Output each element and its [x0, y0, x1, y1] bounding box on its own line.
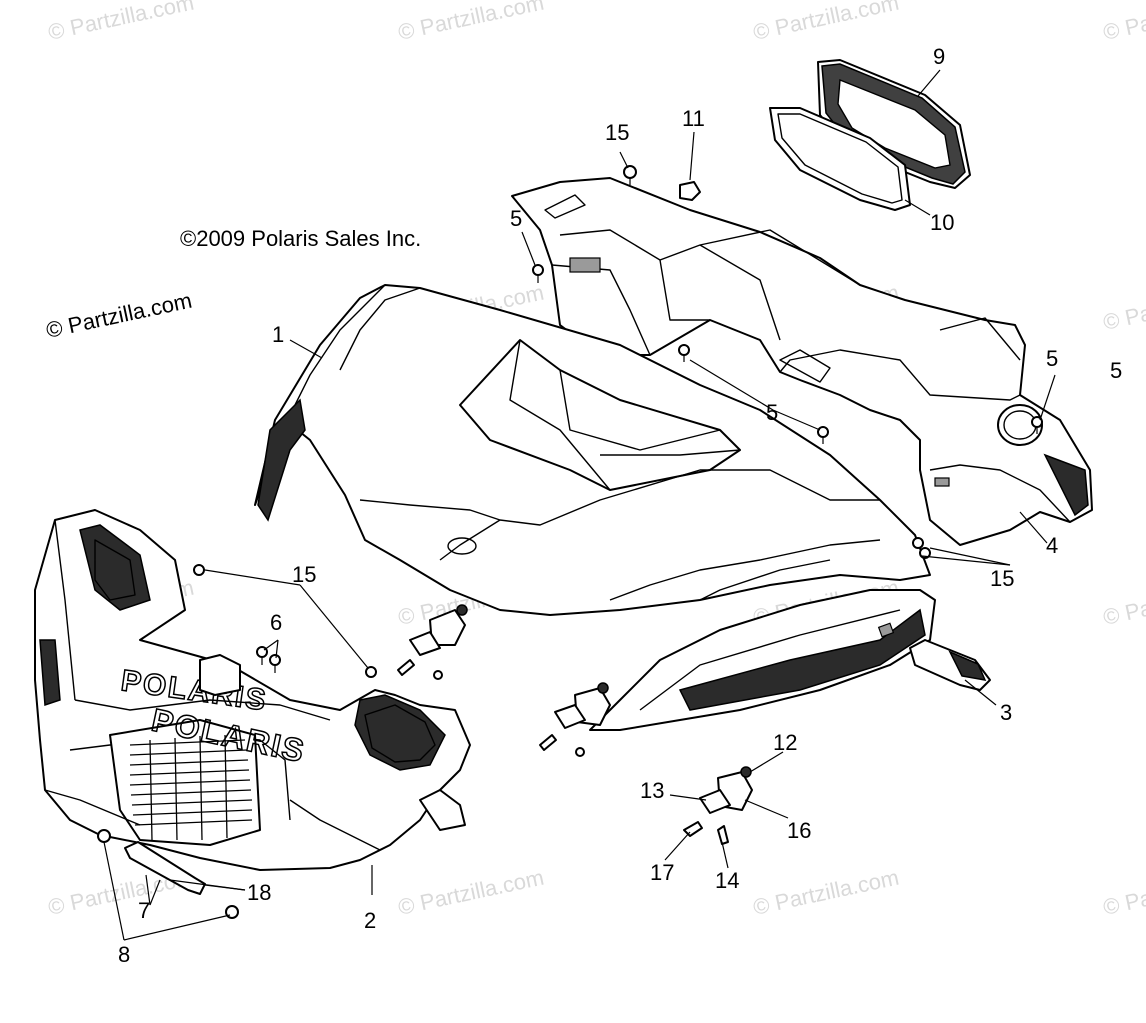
callout-5: 5	[1110, 358, 1122, 383]
watermark: © Partzilla.com	[1101, 280, 1146, 335]
part-10-lens	[769, 107, 911, 211]
callout-4: 4	[1046, 533, 1058, 558]
callout-11: 11	[682, 106, 705, 131]
part-1-hood	[254, 284, 931, 616]
callout-10: 10	[930, 210, 954, 235]
callout-15: 15	[292, 562, 316, 587]
callout-15: 15	[990, 566, 1014, 591]
leader-lines	[103, 69, 1056, 941]
watermark: © Partzilla.com	[1101, 865, 1146, 920]
callout-8: 8	[118, 942, 130, 967]
part-2-front-fascia: POLARIS POLARIS	[34, 509, 471, 871]
callout-5: 5	[510, 206, 522, 231]
partzilla-notice: © Partzilla.com	[44, 288, 194, 343]
callout-5: 5	[1046, 346, 1058, 371]
watermark: © Partzilla.com	[751, 0, 901, 45]
watermark: © Partzilla.com	[396, 865, 546, 920]
part-3-side-panel	[589, 589, 991, 731]
callout-18: 18	[247, 880, 271, 905]
copyright-notice: ©2009 Polaris Sales Inc.	[180, 226, 421, 251]
callout-14: 14	[715, 868, 739, 893]
callout-13: 13	[640, 778, 664, 803]
part-9-lens-bezel	[817, 59, 971, 189]
callout-12: 12	[773, 730, 797, 755]
part-11-nut	[679, 181, 701, 201]
part-4-dash-pod	[511, 177, 1093, 546]
mounting-hardware-middle	[539, 682, 611, 757]
grille	[129, 734, 253, 841]
fasteners	[193, 165, 1043, 678]
callout-15: 15	[605, 120, 629, 145]
watermark: © Partzilla.com	[1101, 0, 1146, 45]
part-7-8-18-hardware	[97, 829, 239, 919]
watermark: © Partzilla.com	[396, 0, 546, 45]
callout-7: 7	[138, 898, 150, 923]
callout-3: 3	[1000, 700, 1012, 725]
callout-9: 9	[933, 44, 945, 69]
callout-17: 17	[650, 860, 674, 885]
callout-labels: 1 2 3 4 5 5 5 5 6 7 8 9 10 11 12 13 14 1…	[118, 44, 1122, 967]
watermark: © Partzilla.com	[46, 0, 196, 45]
watermark: © Partzilla.com	[751, 865, 901, 920]
callout-1: 1	[272, 322, 284, 347]
watermark: © Partzilla.com	[1101, 575, 1146, 630]
callout-5: 5	[766, 400, 778, 425]
callout-6: 6	[270, 610, 282, 635]
mounting-hardware-upper	[397, 604, 468, 680]
callout-2: 2	[364, 908, 376, 933]
callout-16: 16	[787, 818, 811, 843]
mounting-hardware-lower	[683, 766, 753, 845]
